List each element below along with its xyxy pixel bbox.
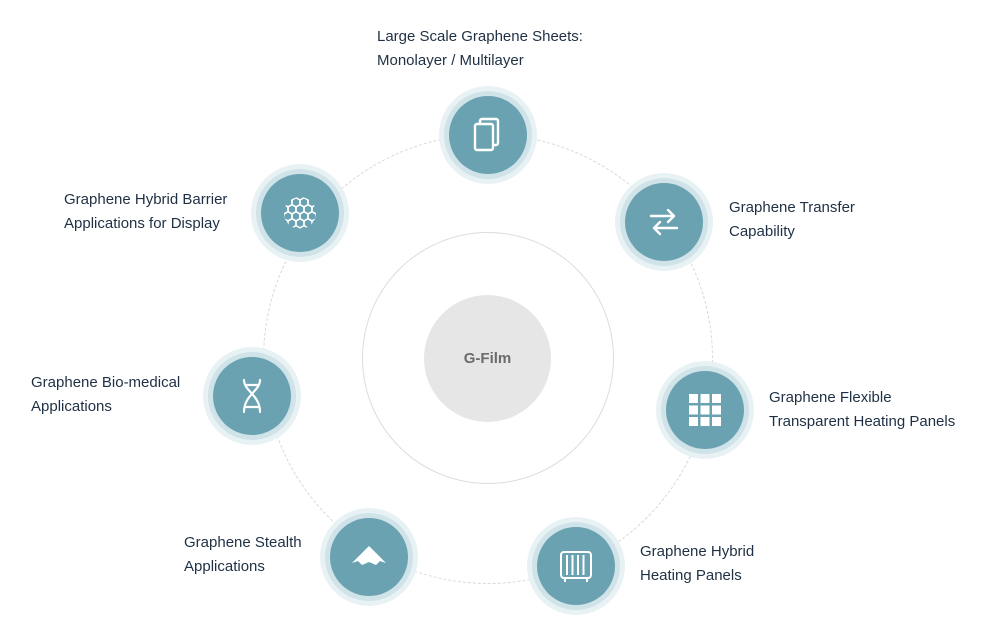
label-line-2: Applications	[184, 558, 265, 575]
dna-icon	[242, 378, 262, 414]
node-transfer-capability	[615, 173, 713, 271]
label-line-2: Applications	[31, 398, 112, 415]
hexagon-mesh-icon	[284, 197, 316, 229]
center-label: G-Film	[463, 350, 512, 367]
label-line-1: Graphene Flexible	[769, 389, 892, 406]
inner-ring	[362, 232, 614, 484]
grid-panel-icon	[689, 394, 721, 426]
label-large-scale-sheets: Large Scale Graphene Sheets: Monolayer /…	[377, 25, 583, 73]
label-hybrid-heating-panels: Graphene Hybrid Heating Panels	[640, 540, 754, 588]
label-line-1: Graphene Hybrid	[640, 543, 755, 560]
document-stack-icon	[473, 117, 500, 152]
center-circle: G-Film	[424, 295, 551, 422]
label-line-2: Capability	[729, 223, 795, 240]
label-line-1: Large Scale Graphene Sheets:	[377, 28, 583, 45]
node-large-scale-sheets	[439, 86, 537, 184]
label-line-1: Graphene Bio-medical	[31, 374, 181, 391]
label-line-2: Transparent Heating Panels	[769, 413, 956, 430]
label-line-2: Heating Panels	[640, 567, 742, 584]
node-stealth-applications	[320, 508, 418, 606]
label-stealth-applications: Graphene Stealth Applications	[184, 531, 302, 579]
node-bio-medical	[203, 347, 301, 445]
label-hybrid-barrier: Graphene Hybrid Barrier Applications for…	[64, 188, 227, 236]
label-flexible-heating-panels: Graphene Flexible Transparent Heating Pa…	[769, 386, 955, 434]
transfer-arrows-icon	[649, 208, 679, 236]
label-line-1: Graphene Hybrid Barrier	[64, 191, 228, 208]
stealth-aircraft-icon	[352, 546, 386, 565]
label-line-1: Graphene Transfer	[729, 199, 855, 216]
label-line-2: Monolayer / Multilayer	[377, 52, 524, 69]
label-bio-medical: Graphene Bio-medical Applications	[31, 371, 180, 419]
label-line-2: Applications for Display	[64, 215, 220, 232]
node-flexible-heating-panels	[656, 361, 754, 459]
label-transfer-capability: Graphene Transfer Capability	[729, 196, 855, 244]
node-hybrid-heating-panels	[527, 517, 625, 615]
label-line-1: Graphene Stealth	[184, 534, 302, 551]
radiator-icon	[560, 551, 592, 582]
node-hybrid-barrier	[251, 164, 349, 262]
